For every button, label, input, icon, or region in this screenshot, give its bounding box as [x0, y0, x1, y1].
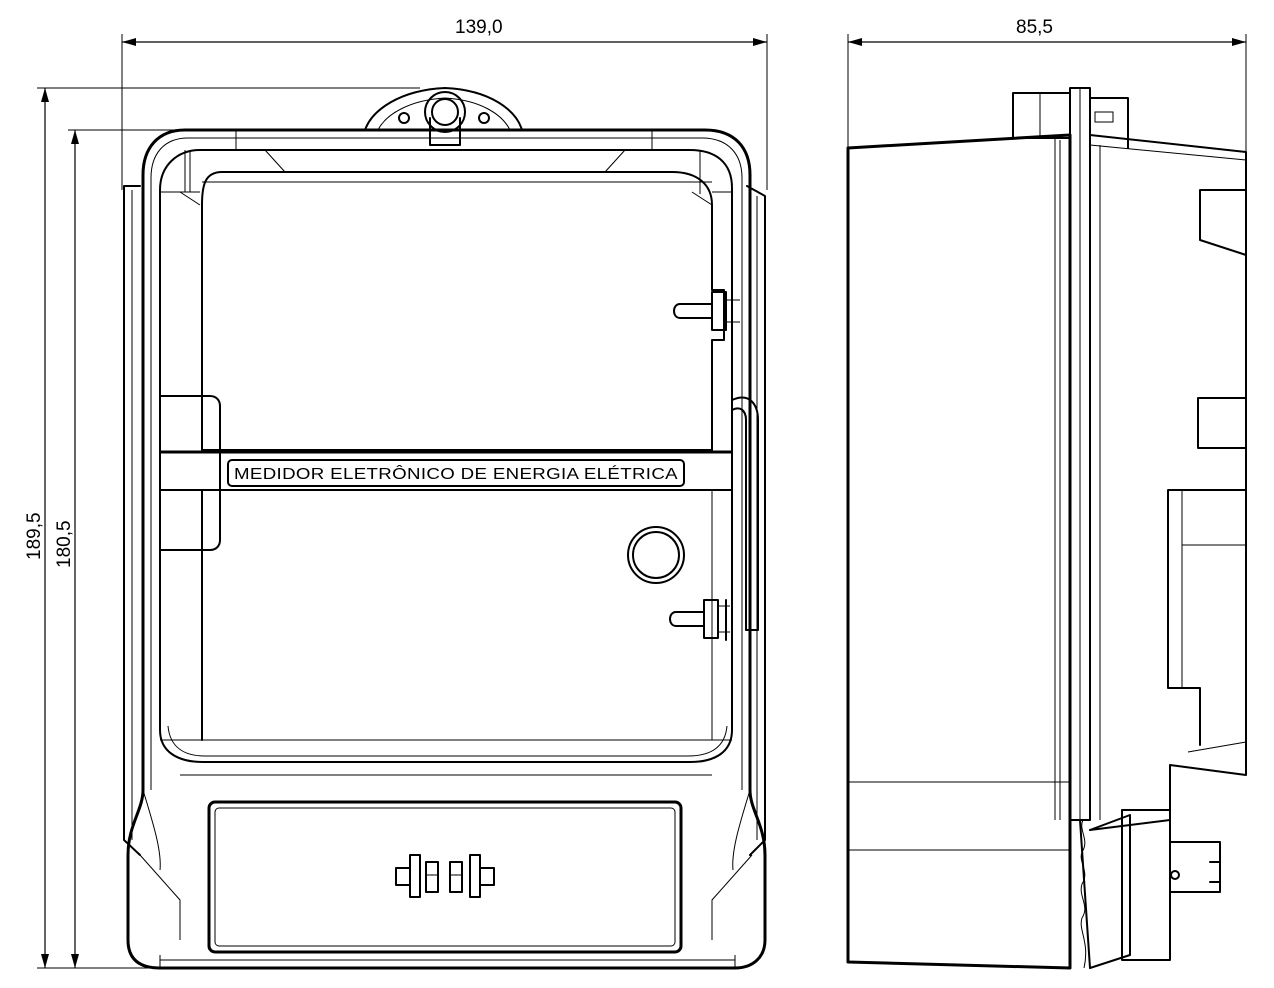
right-clip [731, 396, 759, 631]
transparent-cover [159, 149, 733, 763]
front-view: MEDIDOR ELETRÔNICO DE ENERGIA ELÉTRICA [123, 87, 767, 970]
dimension-overall-height: 189,5 [24, 87, 420, 969]
left-clip [159, 395, 221, 551]
hanger-tab [364, 87, 523, 146]
side-base-block [846, 133, 1072, 970]
side-hanger [1012, 87, 1129, 821]
dimension-depth-side-label: 85,5 [1016, 17, 1053, 38]
side-view [846, 87, 1247, 970]
terminal-cover [180, 774, 712, 954]
dimension-body-height-label: 180,5 [54, 520, 75, 568]
display-window [201, 171, 725, 451]
label-band: MEDIDOR ELETRÔNICO DE ENERGIA ELÉTRICA [159, 450, 733, 491]
dimension-width-front: 139,0 [121, 17, 768, 190]
dimension-width-front-label: 139,0 [455, 17, 503, 38]
terminal-seals [395, 854, 495, 898]
meter-body-outline [126, 128, 767, 970]
seal-screw-upper [673, 291, 740, 331]
side-notch-lower [1167, 489, 1247, 746]
side-terminal-cover [1079, 809, 1221, 969]
side-notch-upper [1199, 189, 1247, 256]
seal-screw-lower [669, 599, 730, 641]
side-cover [1089, 134, 1247, 831]
dimension-overall-height-label: 189,5 [24, 512, 45, 560]
meter-label-text: MEDIDOR ELETRÔNICO DE ENERGIA ELÉTRICA [234, 464, 678, 483]
side-notch-middle [1197, 397, 1247, 449]
dimension-depth-side: 85,5 [847, 17, 1247, 152]
optical-port [627, 526, 685, 584]
